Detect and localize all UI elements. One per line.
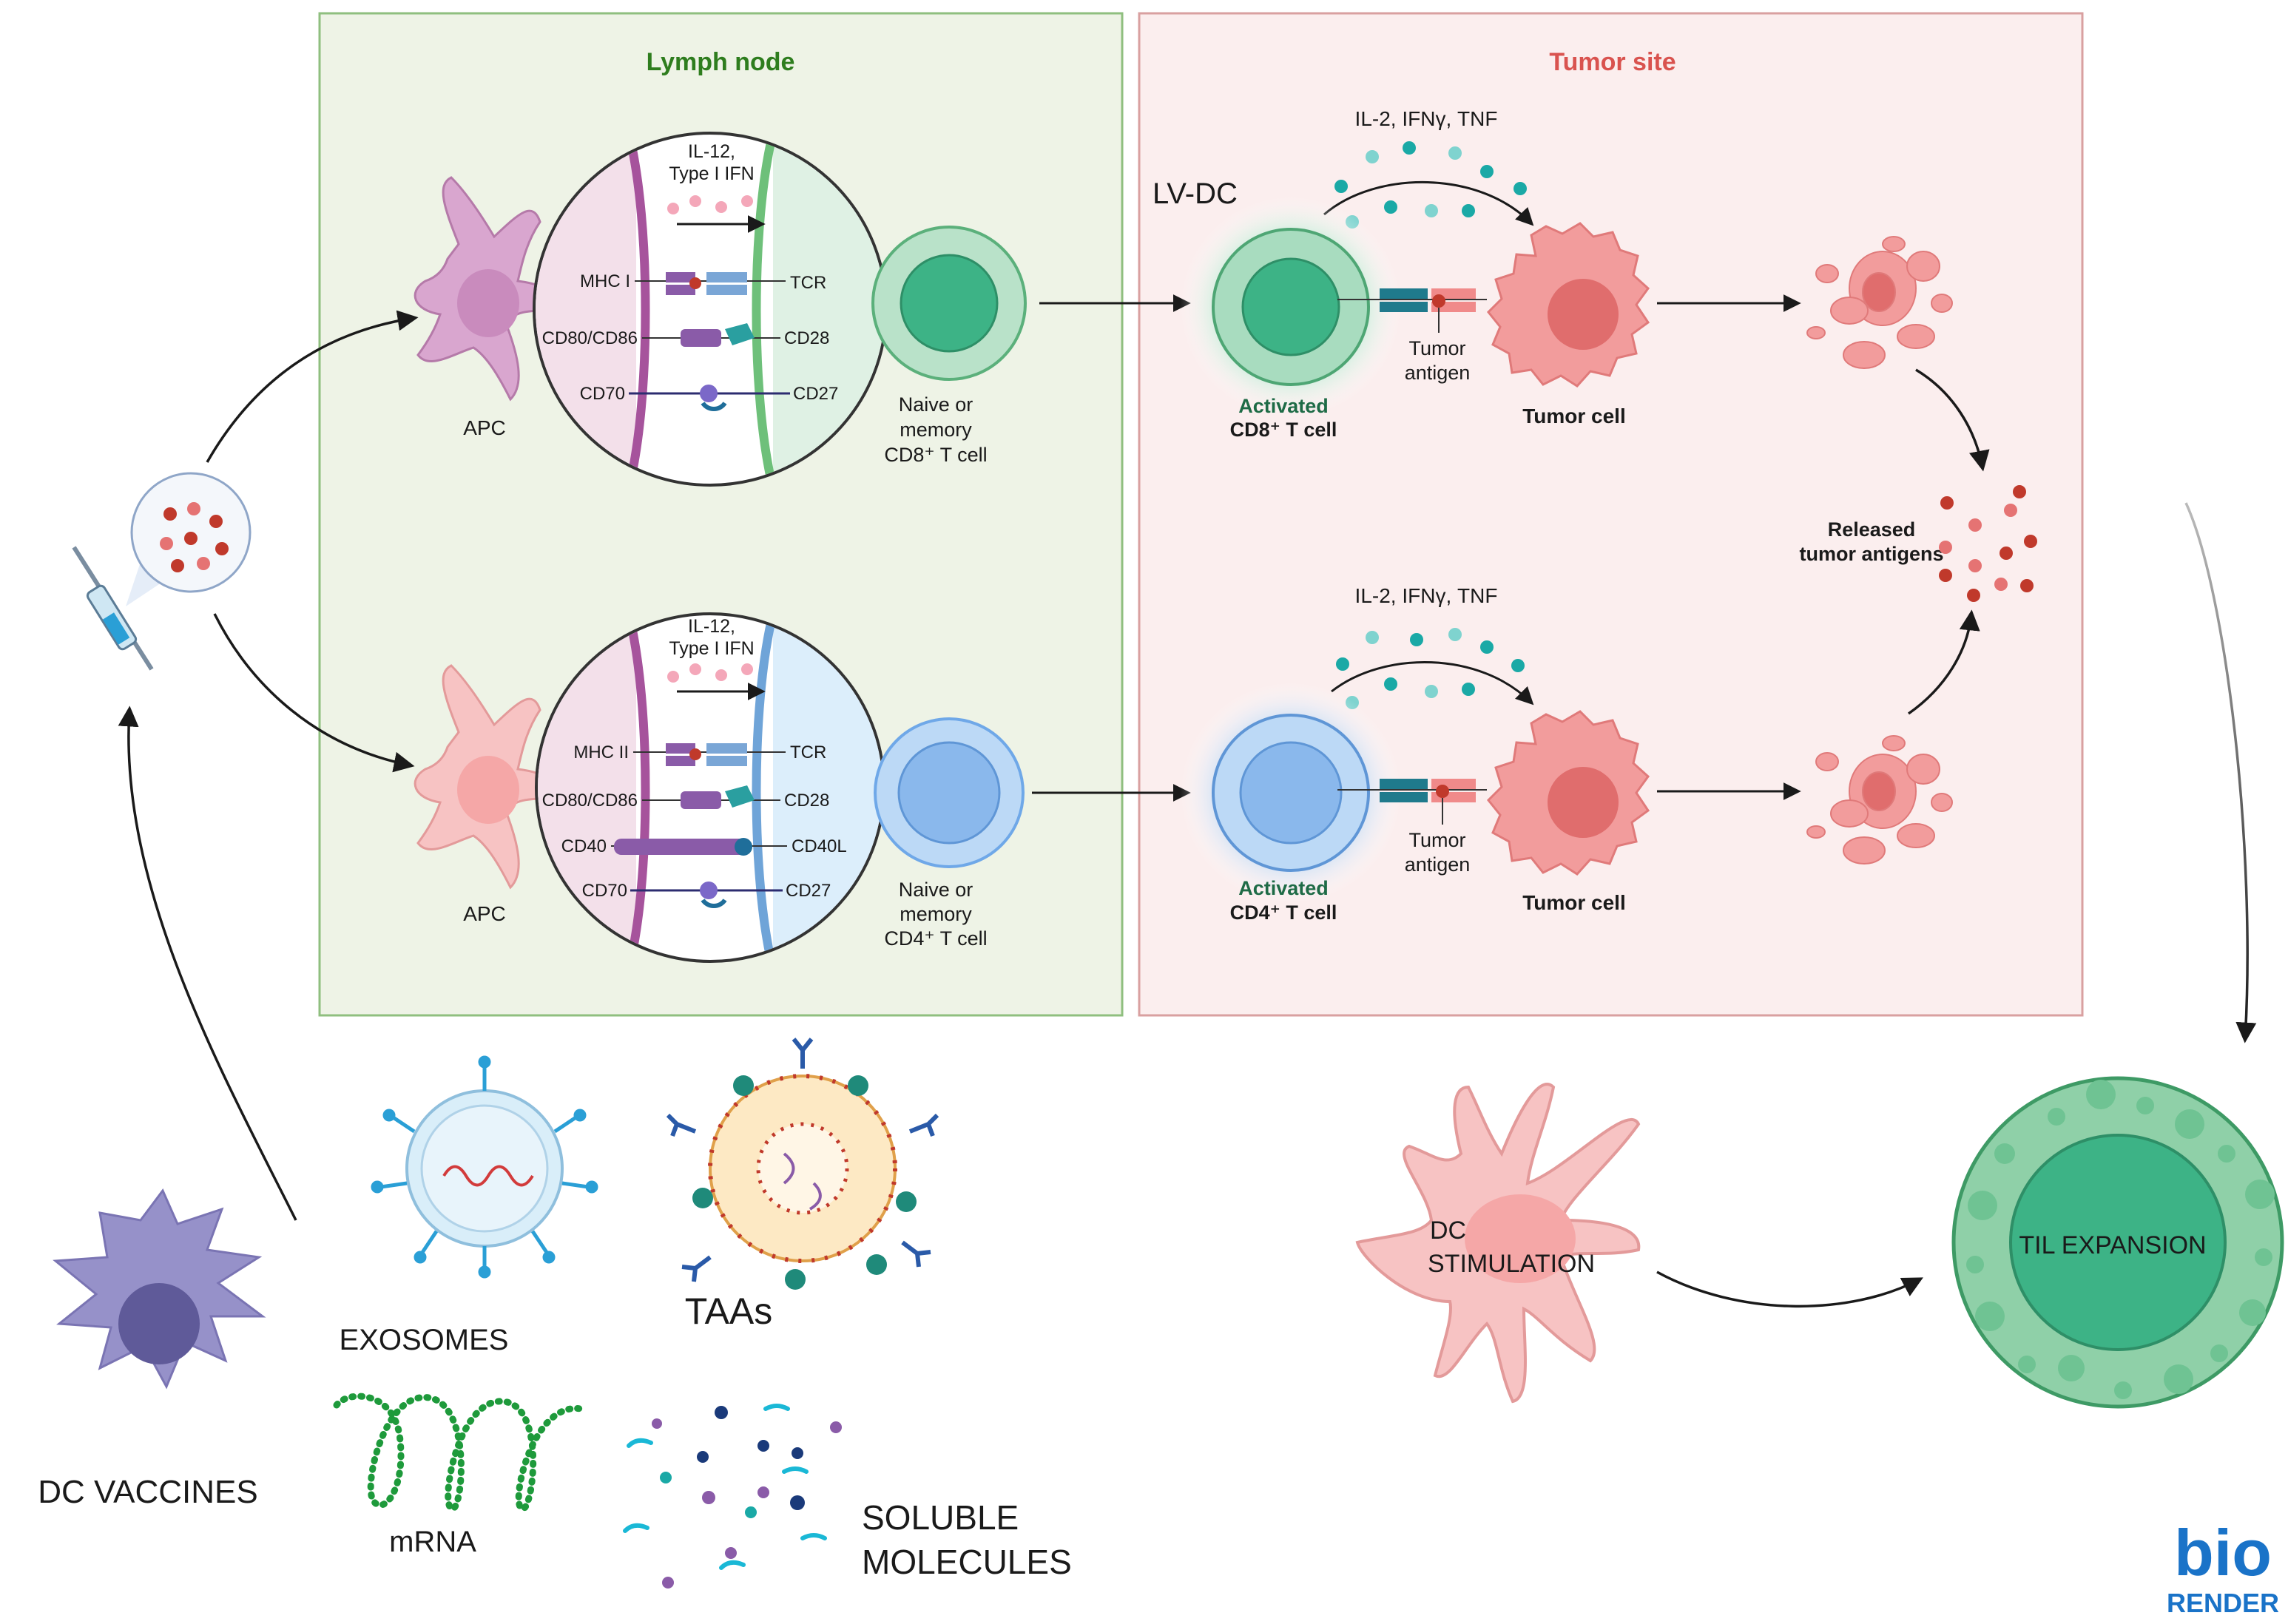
arrow-syringe-to-top-apc (206, 310, 419, 463)
bottom-tumor-antigen-1: Tumor (1408, 829, 1465, 851)
naive-cd4-label-3: CD4⁺ T cell (884, 927, 987, 950)
activated-cd4-label-1: Activated (1238, 877, 1329, 899)
top-tcr-antigen-complex (1337, 288, 1487, 333)
top-cytokine-curve (1323, 180, 1534, 226)
top-receptor-pairs (629, 272, 790, 411)
dc-stim-label-1: DC (1430, 1217, 1466, 1245)
bottom-receptor-right-2: CD40L (792, 836, 847, 856)
top-receptor-right-0: TCR (790, 273, 826, 293)
naive-cd8-label-3: CD8⁺ T cell (884, 444, 987, 466)
top-receptor-left-0: MHC I (580, 271, 630, 291)
bottom-receptor-pairs (611, 743, 787, 908)
naive-cd8-label-1: Naive or (899, 393, 973, 416)
released-antigens-label-1: Released (1828, 518, 1916, 541)
synapse-top (533, 132, 888, 487)
biorender-logo-top: bio (2174, 1516, 2272, 1589)
til-expansion-label: TIL EXPANSION (2019, 1231, 2206, 1259)
dc-stimulation-cell (1355, 1083, 1641, 1404)
apc-bottom (414, 664, 553, 890)
top-tumor-antigen-2: antigen (1405, 362, 1471, 384)
bottom-tumor-antigen-2: antigen (1405, 853, 1471, 876)
bottom-cytokine-line2: Type I IFN (669, 638, 754, 659)
apc-top (414, 176, 553, 402)
biorender-logo: bio RENDER (2167, 1516, 2279, 1618)
bottom-receptor-left-0: MHC II (573, 742, 629, 762)
arrow-dc-vaccines-to-syringe (118, 706, 297, 1221)
biorender-logo-bottom: RENDER (2167, 1588, 2279, 1618)
arrow-tumor-site-to-til (2184, 502, 2257, 1043)
top-tumor-cytokines: IL-2, IFNγ, TNF (1355, 107, 1498, 130)
lymph-node-title: Lymph node (647, 48, 795, 76)
top-receptor-left-1: CD80/CD86 (542, 328, 638, 348)
naive-cd4-label-2: memory (900, 903, 972, 925)
bottom-tumor-cytokines: IL-2, IFNγ, TNF (1355, 584, 1498, 607)
taa-liposome-icon (666, 1038, 939, 1290)
bottom-receptor-left-1: CD80/CD86 (542, 791, 638, 811)
activated-cd8-tcell (1212, 228, 1370, 386)
naive-cd8-tcell (871, 226, 1027, 381)
top-receptor-right-2: CD27 (793, 384, 838, 404)
top-receptor-right-1: CD28 (784, 328, 829, 348)
bottom-tumor-cell (1486, 710, 1650, 876)
top-cytokine-line1: IL-12, (688, 141, 735, 162)
bottom-lysed-tumor-cell (1806, 735, 1953, 865)
bottom-receptor-right-1: CD28 (784, 791, 829, 811)
soluble-label-1: SOLUBLE (862, 1498, 1019, 1537)
exosomes-label: EXOSOMES (340, 1324, 509, 1356)
arrow-top-lysed-to-antigens (1915, 368, 1990, 472)
top-tumor-cell-label: Tumor cell (1522, 405, 1626, 427)
bottom-cytokine-line1: IL-12, (688, 616, 735, 637)
top-lysed-tumor-cell (1806, 236, 1953, 369)
bottom-receptor-left-2: CD40 (561, 836, 607, 856)
bottom-receptor-right-0: TCR (790, 742, 826, 762)
dc-vaccine-cell (53, 1188, 266, 1390)
bottom-receptor-left-3: CD70 (582, 881, 627, 901)
top-receptor-left-2: CD70 (580, 384, 625, 404)
released-antigens-label-2: tumor antigens (1799, 543, 1943, 565)
bottom-cytokine-curve (1331, 661, 1534, 706)
bottom-tcr-antigen-complex (1337, 779, 1487, 825)
exosome-icon (371, 1055, 598, 1279)
mrna-icon (333, 1393, 584, 1512)
naive-cd4-tcell (874, 717, 1025, 868)
activated-cd4-tcell (1212, 714, 1370, 872)
dc-stim-label-2: STIMULATION (1428, 1250, 1595, 1278)
activated-cd8-label-2: CD8⁺ T cell (1230, 419, 1337, 441)
top-tumor-cytokine-dots (1334, 141, 1527, 229)
bottom-receptor-right-3: CD27 (786, 881, 831, 901)
arrow-dc-stim-to-til (1656, 1271, 1923, 1307)
soluble-label-2: MOLECULES (862, 1543, 1072, 1581)
bottom-tumor-cell-label: Tumor cell (1522, 891, 1626, 914)
top-tumor-antigen-1: Tumor (1408, 337, 1465, 359)
apc-bottom-label: APC (463, 902, 506, 925)
top-cytokine-line2: Type I IFN (669, 163, 754, 184)
bottom-cytokine-dots (667, 663, 753, 683)
dc-vaccines-label: DC VACCINES (38, 1474, 257, 1510)
activated-cd4-label-2: CD4⁺ T cell (1230, 901, 1337, 924)
arrow-bottom-lysed-to-antigens (1907, 609, 1980, 715)
vaccine-particles (160, 502, 229, 572)
lv-dc-label: LV-DC (1153, 177, 1238, 210)
top-tumor-cell (1486, 222, 1650, 388)
released-antigen-dots (1939, 485, 2037, 602)
soluble-molecules-icon (623, 1404, 842, 1589)
naive-cd8-label-2: memory (900, 419, 972, 441)
tumor-site-title: Tumor site (1549, 48, 1675, 76)
apc-top-label: APC (463, 416, 506, 439)
mrna-label: mRNA (389, 1526, 476, 1558)
syringe-icon (72, 546, 154, 671)
til-expansion-cell (1951, 1076, 2284, 1409)
activated-cd8-label-1: Activated (1238, 395, 1329, 417)
arrow-syringe-to-bottom-apc (213, 613, 415, 773)
top-cytokine-dots (667, 195, 753, 214)
taas-label: TAAs (685, 1290, 773, 1332)
naive-cd4-label-1: Naive or (899, 879, 973, 901)
